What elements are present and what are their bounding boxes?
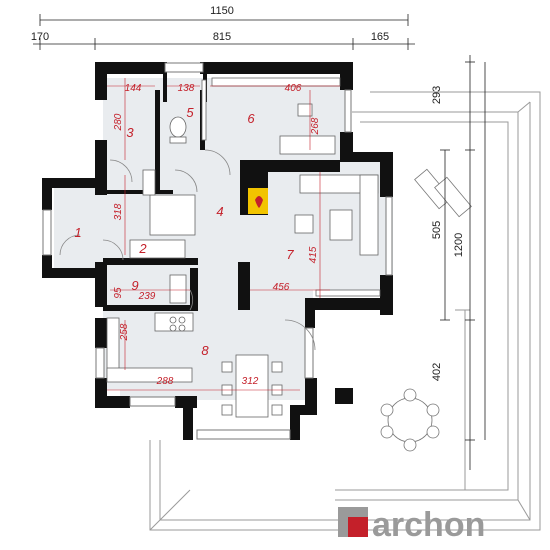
dim-456: 456 (273, 282, 290, 293)
dim-right-middle: 505 (431, 221, 443, 239)
room-label-5: 5 (186, 105, 194, 120)
dim-top-total: 1150 (210, 5, 234, 17)
dim-318: 318 (113, 203, 124, 220)
dim-288: 288 (156, 376, 174, 387)
inner-dimension-lines (107, 78, 340, 391)
dim-144: 144 (125, 83, 142, 94)
dim-280: 280 (113, 113, 124, 131)
room-label-6: 6 (247, 111, 255, 126)
windows (42, 62, 393, 440)
dim-312: 312 (242, 376, 259, 387)
outdoor-dining-set (380, 388, 440, 452)
sun-loungers (414, 168, 472, 218)
dim-406: 406 (285, 83, 302, 94)
dim-138: 138 (178, 83, 195, 94)
dim-right-bottom: 402 (431, 363, 443, 381)
walls (42, 62, 393, 440)
terrace-pillar (335, 388, 353, 404)
room-label-4: 4 (216, 204, 223, 219)
dimension-lines (33, 14, 486, 470)
archon-logo: archon (338, 506, 485, 544)
room-label-1: 1 (74, 225, 81, 240)
dim-258: 258 (119, 323, 130, 341)
dim-right-total: 1200 (453, 233, 465, 257)
room-label-9: 9 (131, 278, 138, 293)
fireplace (248, 188, 268, 214)
logo-mark-accent (348, 517, 368, 537)
dim-top-left: 170 (31, 31, 49, 43)
dim-268: 268 (310, 117, 321, 135)
room-label-8: 8 (201, 343, 209, 358)
dim-95: 95 (113, 287, 124, 299)
dim-top-right: 165 (371, 31, 389, 43)
logo-text: archon (372, 506, 485, 544)
dim-top-middle: 815 (213, 31, 231, 43)
dim-415: 415 (308, 246, 319, 263)
room-label-2: 2 (138, 241, 147, 256)
room-label-3: 3 (126, 125, 134, 140)
room-label-7: 7 (286, 247, 294, 262)
dim-239: 239 (138, 291, 156, 302)
furniture (106, 77, 381, 418)
door-swings (59, 149, 316, 351)
dim-right-top: 293 (431, 86, 443, 104)
